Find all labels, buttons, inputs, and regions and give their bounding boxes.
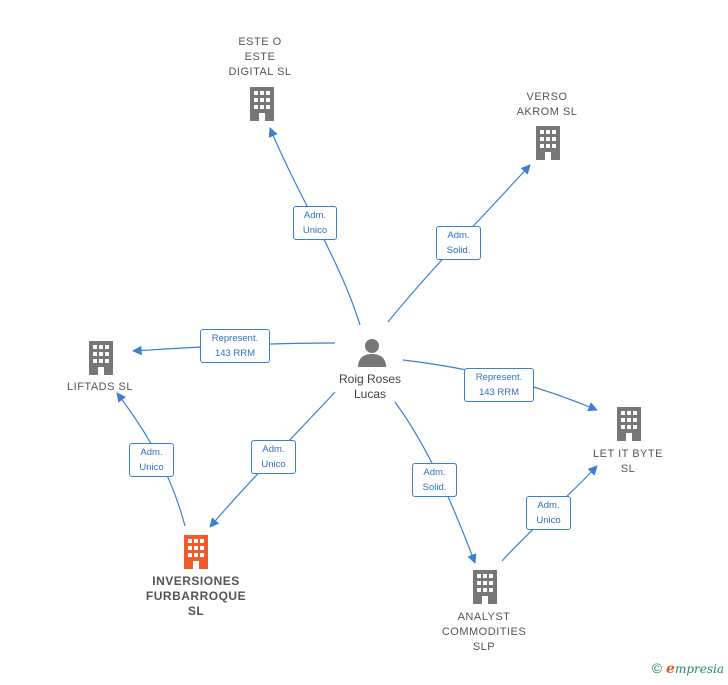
building-icon[interactable] <box>86 341 116 375</box>
person-label[interactable]: Roig Roses Lucas <box>338 372 402 401</box>
relation-label-este: Adm. Unico <box>293 206 337 240</box>
relation-label-letitbyte-analyst: Adm. Unico <box>526 496 571 530</box>
building-icon[interactable] <box>247 87 277 121</box>
brand-initial: e <box>666 661 675 677</box>
building-icon[interactable] <box>470 570 500 604</box>
copyright-symbol: © <box>651 660 663 676</box>
company-label-analyst[interactable]: ANALYST COMMODITIES SLP <box>441 611 527 653</box>
footer-brand: © empresia <box>652 660 724 677</box>
relation-label-liftads: Represent. 143 RRM <box>200 329 270 363</box>
brand-name: mpresia <box>674 662 724 676</box>
relation-label-analyst: Adm. Solid. <box>412 463 457 497</box>
relation-label-liftads-inversiones: Adm. Unico <box>129 443 174 477</box>
relation-label-inversiones: Adm. Unico <box>251 440 296 474</box>
company-label-inversiones[interactable]: INVERSIONES FURBARROQUE SL <box>145 574 247 618</box>
company-label-liftads[interactable]: LIFTADS SL <box>67 381 133 393</box>
building-icon[interactable] <box>533 126 563 160</box>
building-icon-highlight[interactable] <box>181 535 211 569</box>
relation-label-verso: Adm. Solid. <box>436 226 481 260</box>
company-label-este[interactable]: ESTE O ESTE DIGITAL SL <box>228 36 292 78</box>
relation-label-letitbyte: Represent. 143 RRM <box>464 368 534 402</box>
company-label-letitbyte[interactable]: LET IT BYTE SL <box>593 448 663 475</box>
company-label-verso[interactable]: VERSO AKROM SL <box>516 91 578 118</box>
person-icon[interactable] <box>357 337 387 367</box>
building-icon[interactable] <box>614 407 644 441</box>
